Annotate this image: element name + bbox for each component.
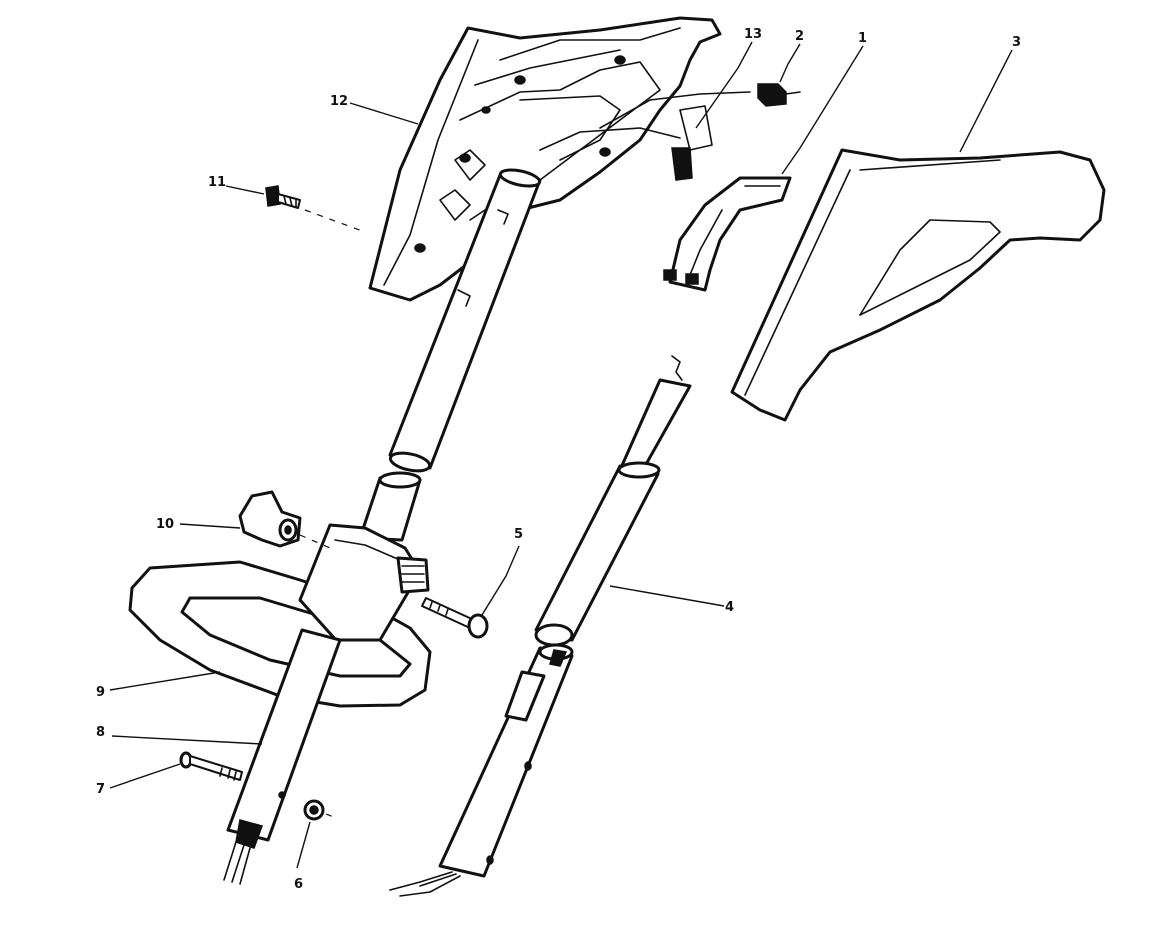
clamp-knob xyxy=(238,490,331,549)
callout-12: 12 xyxy=(330,94,348,109)
callout-2: 2 xyxy=(795,29,804,44)
callout-7: 7 xyxy=(96,782,105,797)
clamp-body xyxy=(298,523,430,642)
screw-11 xyxy=(265,185,366,233)
callout-3: 3 xyxy=(1012,35,1021,50)
lower-left-tube xyxy=(223,628,342,885)
lower-tube-assembly xyxy=(389,355,692,897)
handle-housing-right xyxy=(730,148,1106,422)
callout-1: 1 xyxy=(858,31,867,46)
loop-handle xyxy=(128,560,432,708)
bolt-7 xyxy=(179,751,243,781)
upper-tube xyxy=(388,168,542,473)
callout-labels: 1 2 3 4 5 6 7 8 9 10 11 12 13 xyxy=(96,27,1021,892)
callout-4: 4 xyxy=(725,600,734,615)
handle-housing-left xyxy=(368,16,722,302)
callout-9: 9 xyxy=(96,685,105,700)
callout-6: 6 xyxy=(294,877,303,892)
callout-5: 5 xyxy=(514,527,523,542)
callout-13: 13 xyxy=(744,27,762,42)
trigger-bracket xyxy=(663,176,792,292)
callout-8: 8 xyxy=(96,725,105,740)
callout-11: 11 xyxy=(208,175,226,190)
plug-connector xyxy=(757,83,801,107)
coupling-sleeve xyxy=(358,471,422,542)
bolt-5 xyxy=(421,597,489,639)
nut-6 xyxy=(303,799,337,821)
leader-lines xyxy=(109,41,1013,869)
switch-assembly xyxy=(539,91,751,181)
callout-10: 10 xyxy=(156,517,174,532)
